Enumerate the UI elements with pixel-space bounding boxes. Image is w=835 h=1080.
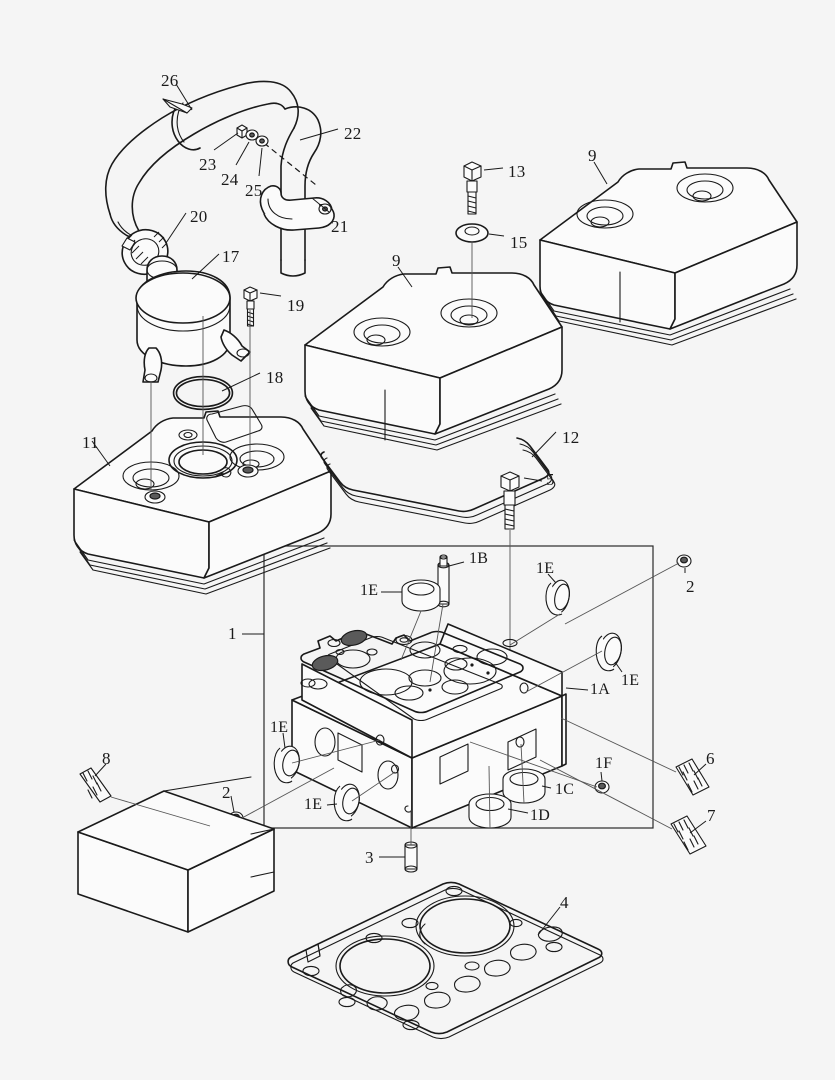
leader-lines: [91, 83, 707, 936]
callout-5: 5: [546, 470, 555, 489]
callout-1C: 1C: [555, 781, 575, 798]
callout-1E-c: 1E: [621, 672, 640, 689]
head-gasket-4: [287, 881, 604, 1040]
assembly-guide-lines: [150, 310, 251, 492]
dowel-ring-2-upper: [676, 554, 692, 568]
callout-24: 24: [221, 170, 239, 189]
callout-13: 13: [508, 162, 526, 181]
callout-15: 15: [510, 233, 528, 252]
callout-7: 7: [707, 806, 716, 825]
callout-12: 12: [562, 428, 580, 447]
callout-3: 3: [365, 848, 374, 867]
core-plug-1C: [502, 768, 546, 804]
callout-1E-e: 1E: [304, 796, 323, 813]
engine-block-box: [77, 776, 275, 933]
hose-clamp-26: [162, 98, 201, 151]
callout-17: 17: [222, 247, 240, 266]
pipe-clamp-21: [259, 185, 335, 231]
callout-2-upper: 2: [686, 577, 695, 596]
bolt-19: [243, 286, 258, 327]
cylinder-head-casting-1A: [291, 623, 567, 829]
callout-1: 1: [228, 624, 237, 643]
callout-22: 22: [344, 124, 362, 143]
dowel-pin-3: [404, 841, 418, 873]
part-connector-lines: [110, 562, 680, 845]
callout-19: 19: [287, 296, 305, 315]
head-bolt-5: [500, 471, 520, 530]
callout-18: 18: [266, 368, 284, 387]
callout-26: 26: [161, 71, 179, 90]
callout-1B: 1B: [469, 550, 489, 567]
assembly-dash-line: [263, 142, 317, 186]
breather-hose: [104, 80, 322, 277]
callout-8: 8: [102, 749, 111, 768]
callout-20: 20: [190, 207, 208, 226]
stud-8: [79, 767, 112, 803]
rocker-cover-9-rear: [539, 161, 798, 346]
callout-25: 25: [245, 181, 263, 200]
callout-1D: 1D: [530, 807, 550, 824]
cylinder-head-group-box: [263, 545, 654, 829]
callout-1E-a: 1E: [360, 582, 379, 599]
core-plugs-1E: [273, 579, 622, 822]
callout-9-rear: 9: [588, 146, 597, 165]
plug-screw-1F: [594, 780, 610, 794]
callout-2-lower: 2: [222, 783, 231, 802]
callout-11: 11: [82, 433, 99, 452]
sealing-washer-15: [455, 223, 489, 243]
stud-6: [675, 758, 710, 796]
bolt-13: [463, 161, 482, 215]
oil-filler-cap-17: [135, 255, 251, 383]
callout-1A: 1A: [590, 681, 610, 698]
callout-1E-b: 1E: [536, 560, 555, 577]
callout-9-middle: 9: [392, 251, 401, 270]
callout-23: 23: [199, 155, 217, 174]
callout-1F: 1F: [595, 755, 613, 772]
rocker-cover-gasket-12: [320, 437, 556, 524]
callout-4: 4: [560, 893, 569, 912]
rocker-cover-9-middle: [304, 266, 563, 451]
rocker-cover-11: [73, 405, 332, 595]
fastener-23-24-25: [236, 124, 269, 147]
stud-7: [670, 815, 707, 855]
callout-6: 6: [706, 749, 715, 768]
callout-1E-d: 1E: [270, 719, 289, 736]
callout-21: 21: [331, 217, 349, 236]
